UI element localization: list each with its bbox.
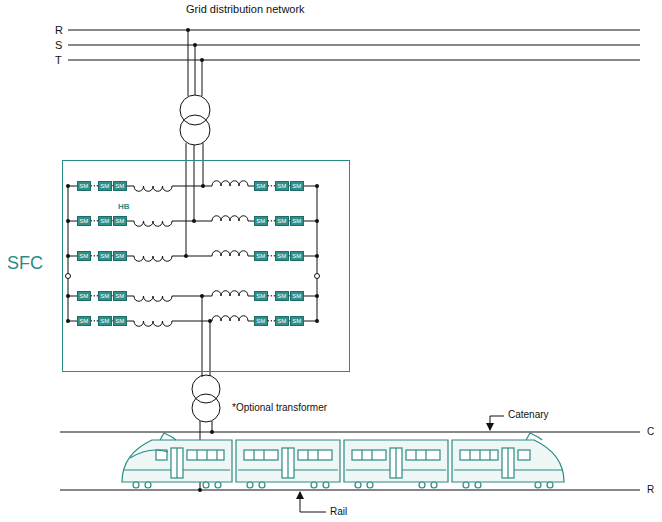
note-label: *Optional transformer — [232, 402, 327, 413]
submodule-text: SM — [292, 218, 301, 224]
submodule-box: SM — [290, 251, 304, 261]
submodule-text: SM — [100, 293, 109, 299]
submodule-box: SM — [98, 251, 112, 261]
submodule-text: SM — [100, 218, 109, 224]
submodule-box: SM — [275, 251, 289, 261]
submodule-box: SM — [290, 181, 304, 191]
submodule-text: SM — [79, 293, 88, 299]
submodule-box: SM — [290, 291, 304, 301]
submodule-text: SM — [256, 293, 265, 299]
phase-label: R — [55, 24, 63, 36]
submodule-box: SM — [254, 251, 268, 261]
submodule-text: SM — [277, 183, 286, 189]
phase-label: T — [55, 54, 62, 66]
submodule-text: SM — [115, 318, 124, 324]
callout-label: Rail — [330, 506, 347, 517]
submodule-box: SM — [77, 181, 91, 191]
submodule-text: SM — [256, 318, 265, 324]
module-link — [268, 185, 275, 186]
submodule-box: SM — [113, 216, 127, 226]
submodule-text: SM — [79, 318, 88, 324]
submodule-text: SM — [115, 293, 124, 299]
module-link — [268, 220, 275, 221]
submodule-text: SM — [256, 218, 265, 224]
submodule-box: SM — [113, 316, 127, 326]
callout-label: Catenary — [508, 409, 549, 420]
module-link — [268, 255, 275, 256]
submodule-box: SM — [77, 251, 91, 261]
submodule-text: SM — [277, 253, 286, 259]
submodule-box: SM — [290, 316, 304, 326]
module-link — [91, 255, 98, 256]
submodule-box: SM — [98, 181, 112, 191]
converter-title: SFC — [7, 253, 43, 274]
submodule-text: SM — [79, 253, 88, 259]
submodule-box: SM — [275, 216, 289, 226]
submodule-text: SM — [292, 293, 301, 299]
submodule-box: SM — [113, 181, 127, 191]
submodule-text: SM — [292, 318, 301, 324]
submodule-box: SM — [254, 316, 268, 326]
submodule-box: SM — [254, 291, 268, 301]
submodule-text: SM — [79, 218, 88, 224]
submodule-text: SM — [256, 253, 265, 259]
module-link — [268, 295, 275, 296]
module-link — [91, 295, 98, 296]
grid-title: Grid distribution network — [186, 3, 305, 15]
module-link — [91, 320, 98, 321]
module-link — [268, 320, 275, 321]
submodule-box: SM — [290, 216, 304, 226]
submodule-text: SM — [100, 253, 109, 259]
line-label: R — [647, 484, 654, 495]
submodule-box: SM — [77, 291, 91, 301]
submodule-box: SM — [275, 316, 289, 326]
submodule-text: SM — [277, 318, 286, 324]
line-label: C — [647, 426, 654, 437]
module-type-label: HB — [118, 203, 130, 212]
submodule-box: SM — [113, 291, 127, 301]
submodule-box: SM — [77, 216, 91, 226]
submodule-box: SM — [77, 316, 91, 326]
submodule-text: SM — [100, 183, 109, 189]
submodule-text: SM — [79, 183, 88, 189]
submodule-text: SM — [292, 253, 301, 259]
phase-label: S — [55, 39, 62, 51]
submodule-box: SM — [98, 291, 112, 301]
submodule-box: SM — [254, 216, 268, 226]
submodule-text: SM — [277, 293, 286, 299]
submodule-box: SM — [113, 251, 127, 261]
converter-frame: SFCSMSMSMSMSMSMSMSMSMSMSMSMSMSMSMSMSMSMS… — [62, 160, 350, 372]
submodule-box: SM — [254, 181, 268, 191]
submodule-text: SM — [100, 318, 109, 324]
submodule-text: SM — [115, 218, 124, 224]
submodule-box: SM — [98, 216, 112, 226]
submodule-box: SM — [275, 181, 289, 191]
submodule-text: SM — [292, 183, 301, 189]
submodule-text: SM — [277, 218, 286, 224]
module-link — [91, 220, 98, 221]
submodule-text: SM — [256, 183, 265, 189]
submodule-text: SM — [115, 253, 124, 259]
submodule-text: SM — [115, 183, 124, 189]
submodule-box: SM — [275, 291, 289, 301]
module-link — [91, 185, 98, 186]
submodule-box: SM — [98, 316, 112, 326]
